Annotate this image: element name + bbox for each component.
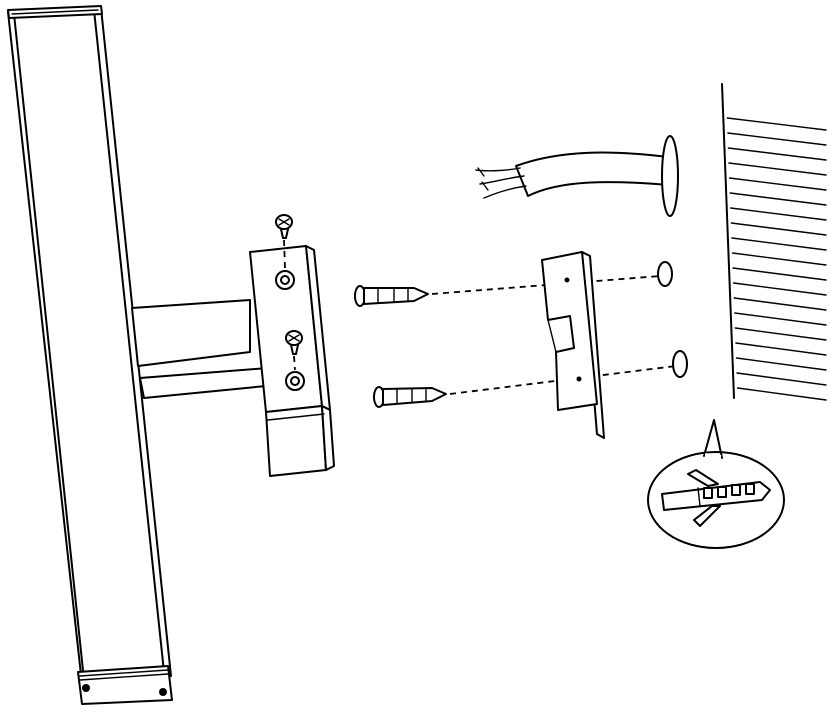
wall-opening (661, 135, 679, 217)
wall-plug-icon (661, 469, 771, 527)
light-bar (7, 5, 173, 705)
wall-screw-top (354, 285, 429, 307)
arm-screw-bottom (285, 330, 303, 371)
arm-screw-top (275, 214, 293, 269)
wall-hatch-line (734, 327, 827, 341)
wall-hatch-line (735, 357, 827, 371)
wall-hatch-line (734, 312, 827, 326)
wall-hole-top (657, 261, 673, 287)
wall-hatch-line (729, 192, 827, 206)
arm-hole-top (275, 270, 295, 290)
wall-hatch-line (727, 147, 827, 161)
wall-screw-bottom (373, 386, 447, 408)
wall-hatch-line (730, 222, 827, 236)
wall-hatch-line (726, 117, 827, 131)
mounting-arm (131, 245, 335, 477)
wall-hatch-line (735, 342, 827, 356)
wall-hatch-line (736, 387, 827, 401)
end-cap-screw-icon (82, 684, 90, 692)
wall-anchor-detail (647, 419, 785, 549)
bracket-hole-top (564, 277, 570, 283)
arm-hole-bottom (285, 371, 305, 391)
end-cap-screw-icon (159, 688, 167, 696)
wall-hatch-line (728, 162, 827, 176)
wall-hatch-line (732, 267, 827, 281)
wall-hatch-line (732, 282, 827, 296)
wall-hatch-line (731, 252, 827, 266)
wall-hole-bottom (672, 350, 688, 378)
power-cable (475, 135, 679, 217)
wall-hatch-line (733, 297, 827, 311)
bracket-hole-bottom (576, 376, 582, 382)
wall-hatch-line (727, 132, 827, 146)
wall-hatch-line (728, 177, 827, 191)
wall (721, 83, 827, 401)
wall-hatch-line (731, 237, 827, 251)
wall-hatch-line (730, 207, 827, 221)
wall-hatch-line (736, 372, 827, 386)
wall-bracket (541, 251, 605, 439)
